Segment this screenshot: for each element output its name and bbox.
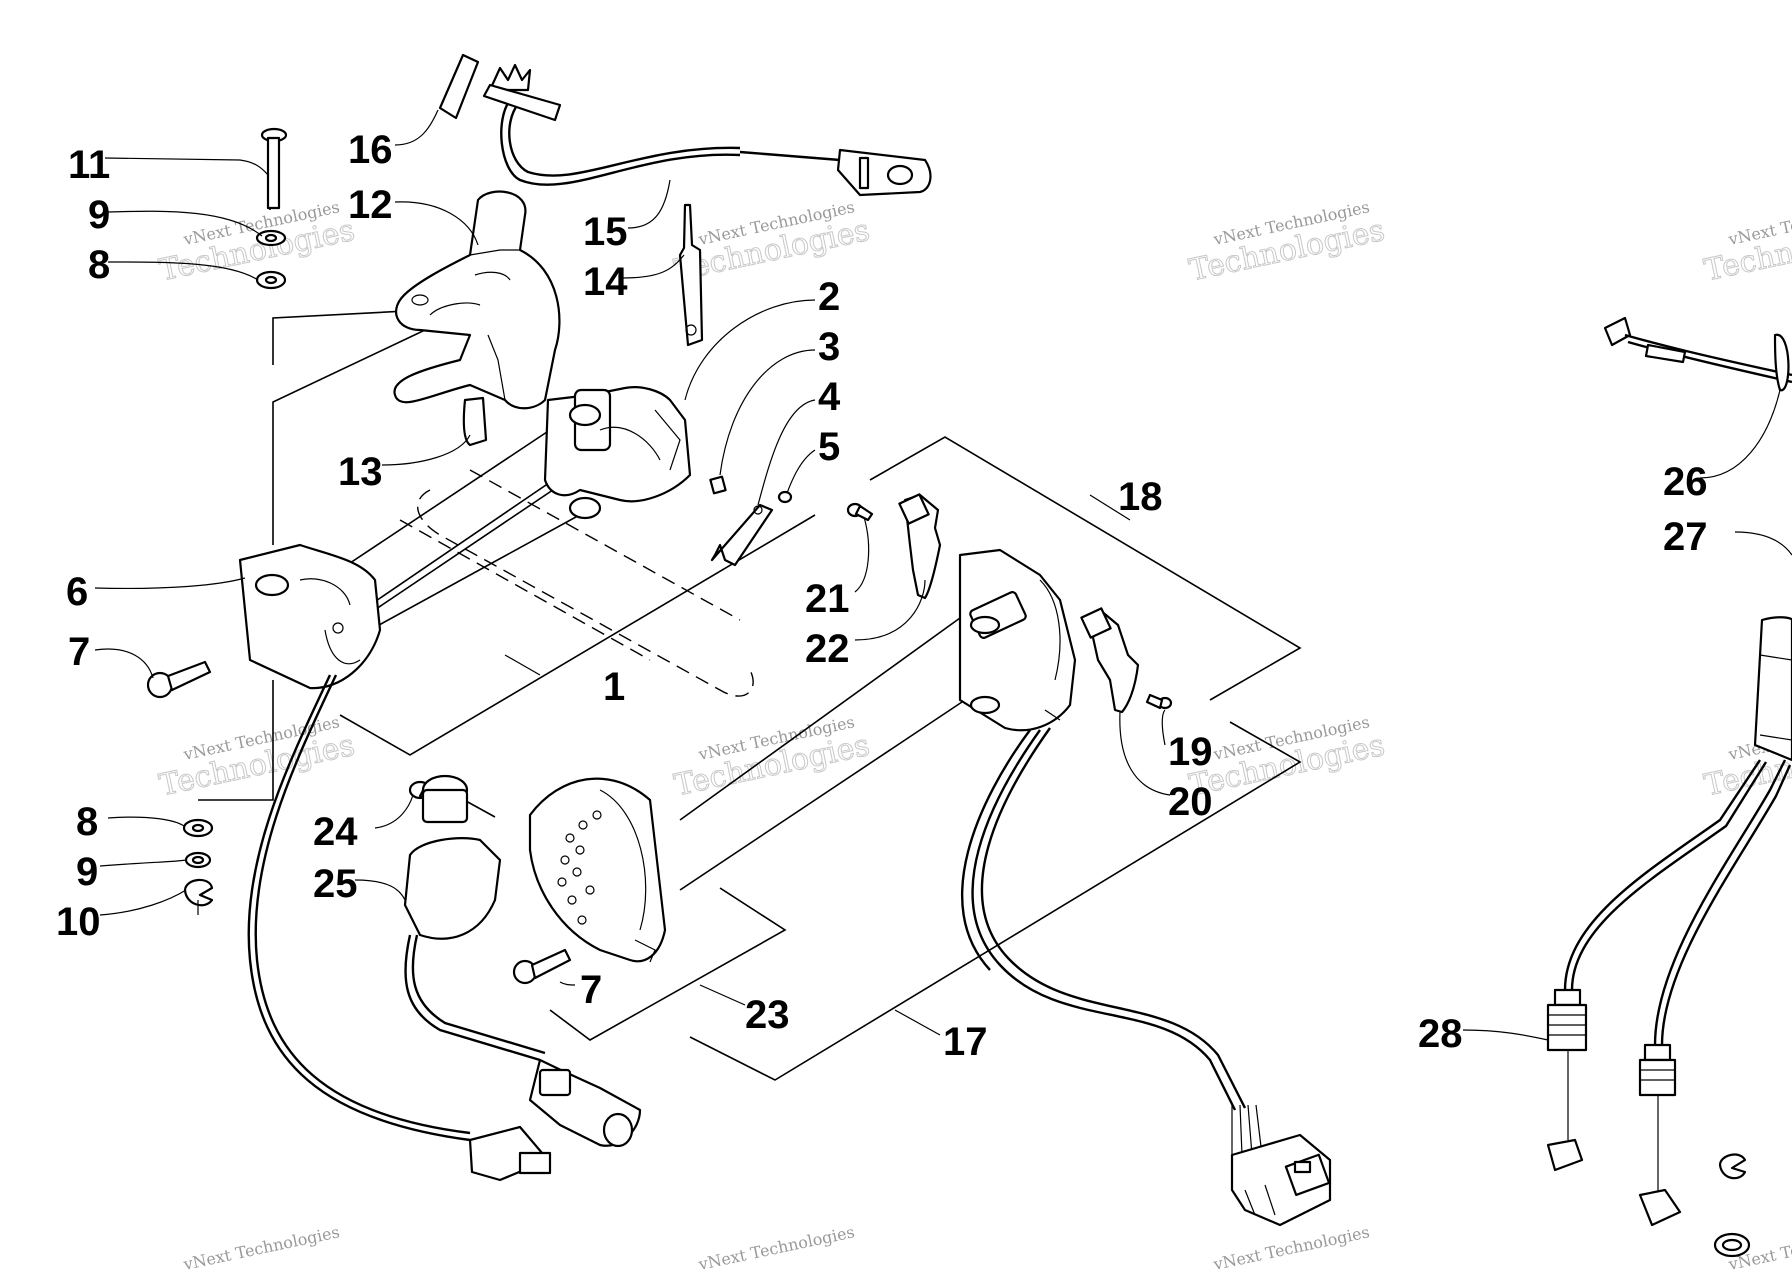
callout-8: 8 (76, 800, 98, 844)
callout-26: 26 (1663, 460, 1708, 504)
callout-7: 7 (68, 630, 90, 674)
screw-19 (1145, 693, 1173, 710)
callout-2: 2 (818, 275, 840, 319)
callout-8: 8 (88, 243, 110, 287)
screw-7-lower (512, 948, 572, 985)
callout-4: 4 (818, 375, 841, 419)
screw-21 (846, 502, 874, 522)
svg-text:vNext Technologies: vNext Technologies (181, 1222, 341, 1274)
callout-19: 19 (1168, 730, 1213, 774)
bracket-4 (710, 503, 774, 567)
lever-22 (898, 493, 942, 600)
callout-9: 9 (76, 850, 98, 894)
watermark: Technologies vNext Technologies (156, 197, 358, 289)
button-25 (403, 774, 642, 1148)
callout-13: 13 (338, 450, 383, 494)
handlebar-phantom (399, 469, 754, 697)
washer-8-bottom (182, 818, 214, 838)
switch-housing-1 (543, 386, 692, 520)
cover-23 (528, 777, 667, 963)
spring-3 (709, 475, 727, 495)
callout-5: 5 (818, 425, 840, 469)
callout-3: 3 (818, 325, 840, 369)
e-clip-10 (183, 878, 214, 915)
leader-lines (94, 109, 1792, 1041)
watermark: vNext Technologies (696, 1222, 856, 1274)
callout-22: 22 (805, 627, 850, 671)
callout-16: 16 (348, 128, 393, 172)
callout-1: 1 (603, 665, 625, 709)
cable-15 (482, 63, 932, 197)
screw-7-left (146, 660, 212, 699)
callout-6: 6 (66, 570, 88, 614)
callout-15: 15 (583, 210, 628, 254)
watermark-layer: Technologies vNext Technologies Technolo… (156, 197, 1792, 1274)
screw-5 (777, 490, 793, 504)
callout-labels: 11 9 8 16 12 15 14 2 3 4 5 13 18 6 7 21 … (56, 128, 1708, 1064)
assembly-outlines (198, 160, 1302, 1081)
svg-text:vNext Technologies: vNext Technologies (696, 1222, 856, 1274)
lock-washer-9-top (255, 229, 287, 247)
lock-washer-9-bottom (184, 851, 212, 869)
callout-27: 27 (1663, 515, 1708, 559)
clip-13 (462, 396, 488, 447)
callout-11: 11 (68, 143, 110, 187)
callout-18: 18 (1118, 475, 1163, 519)
pin-11 (260, 127, 288, 210)
watermark: Technologies vNext Technologies (1186, 197, 1388, 289)
watermark: Technologies vNext Technologies (1701, 197, 1792, 289)
callout-10: 10 (56, 900, 101, 944)
clamp-6 (238, 543, 382, 690)
callout-14: 14 (583, 260, 628, 304)
cable-26 (1603, 316, 1792, 392)
switch-body-18 (958, 548, 1077, 732)
tab-14 (678, 203, 704, 347)
grip-27 (1753, 616, 1792, 762)
watermark: Technologies vNext Technologies (156, 712, 358, 804)
callout-21: 21 (805, 577, 850, 621)
washer-8-top (255, 270, 287, 290)
lever-20 (1080, 607, 1140, 714)
callout-23: 23 (745, 993, 790, 1037)
callout-12: 12 (348, 183, 393, 227)
callout-20: 20 (1168, 780, 1213, 824)
watermark: vNext Technologies (181, 1222, 341, 1274)
watermark: vNext Technologies (1211, 1222, 1371, 1274)
harness-17 (960, 727, 1332, 1227)
callout-17: 17 (943, 1020, 988, 1064)
callout-25: 25 (313, 862, 358, 906)
watermark: Technologies vNext Technologies (1186, 712, 1388, 804)
cable-28 (1546, 759, 1792, 1258)
watermark: Technologies vNext Technologies (671, 712, 873, 804)
callout-24: 24 (313, 810, 358, 854)
throttle-lever-12 (393, 190, 561, 410)
wire-clamp-6 (247, 674, 552, 1182)
svg-text:vNext Technologies: vNext Technologies (1211, 1222, 1371, 1274)
callout-9: 9 (88, 193, 110, 237)
callout-7: 7 (580, 968, 602, 1012)
pad-16 (438, 53, 480, 120)
callout-28: 28 (1418, 1012, 1463, 1056)
